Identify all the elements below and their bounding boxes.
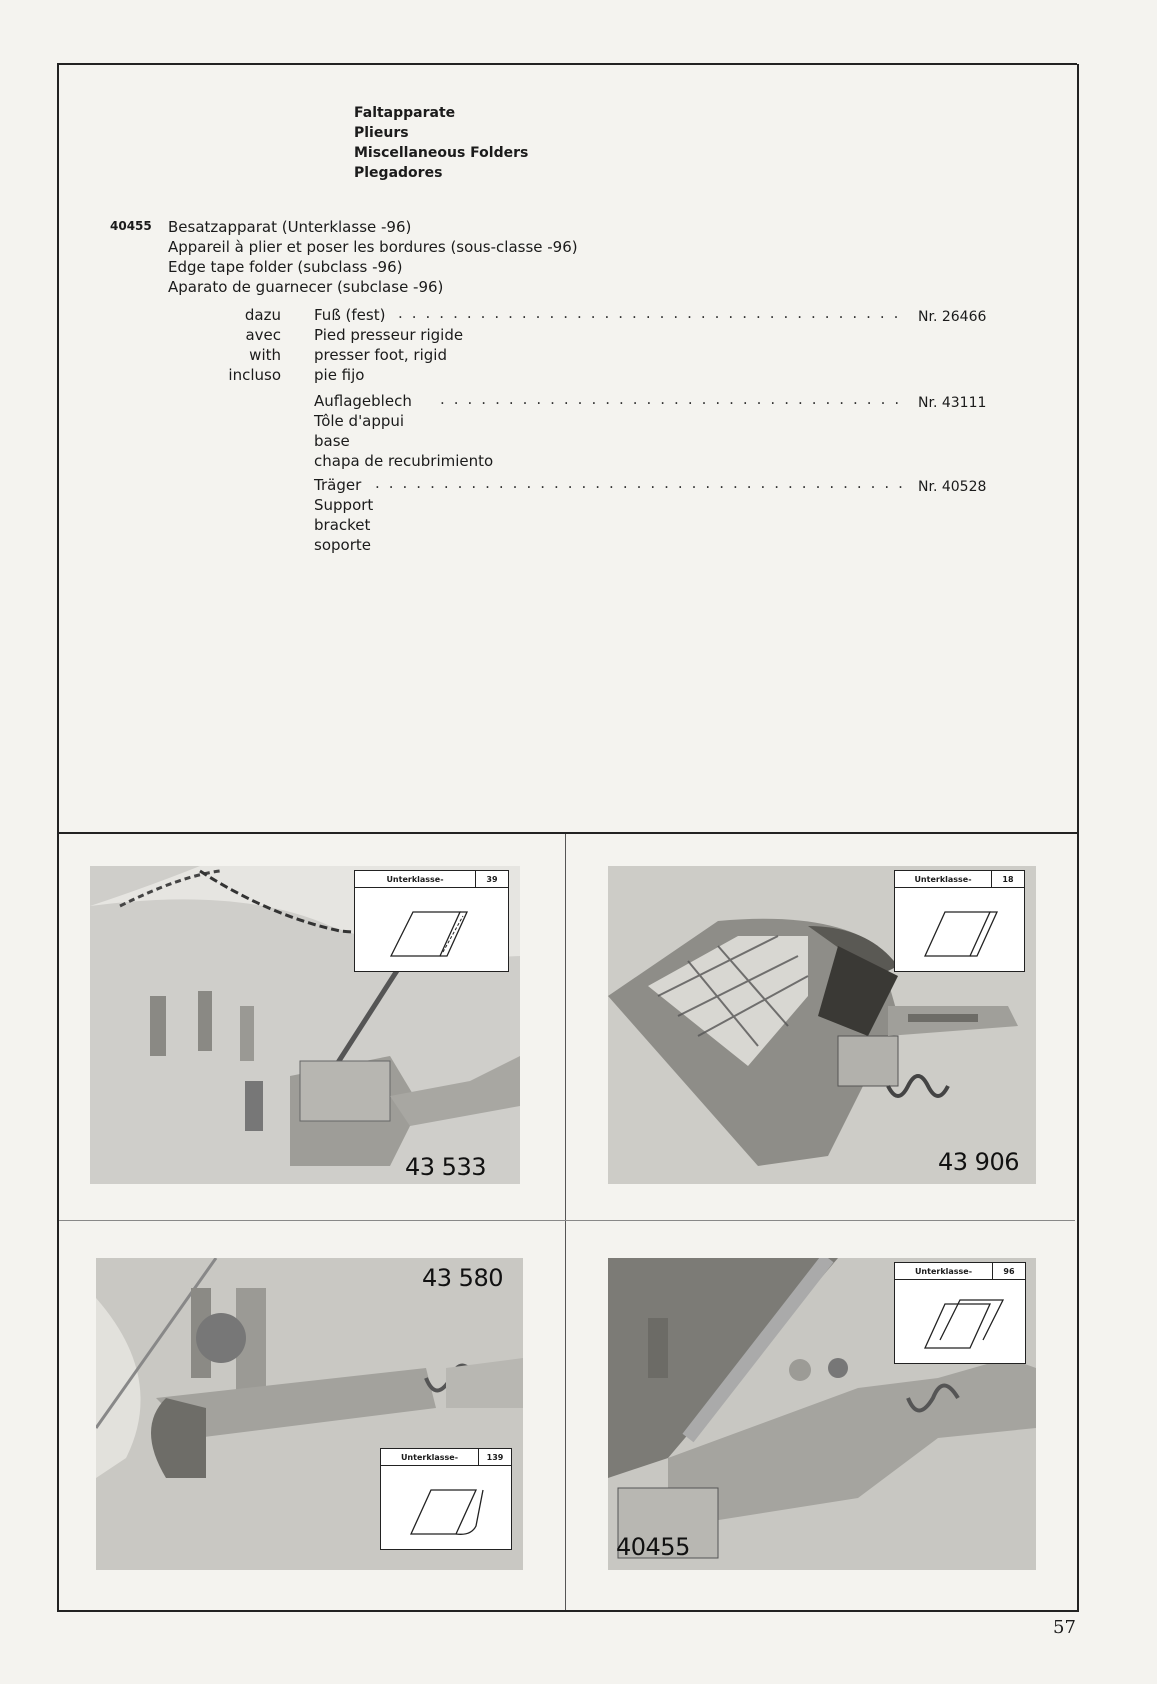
heading-es: Plegadores [354,165,443,181]
heading-de: Faltapparate [354,105,456,121]
subclass-label-text: Unterklasse- [914,1266,973,1276]
acc3-de: Träger [314,476,362,494]
top-rule [57,63,1077,65]
acc2-fr: Tôle d'appui [314,412,405,430]
desc-es: Aparato de guarnecer (subclase -96) [168,278,444,296]
dot-leader: ........................................… [375,474,903,492]
part-number: 43 580 [422,1264,503,1292]
fold-diagram-icon [923,911,999,957]
label-es: incluso [228,366,281,384]
label-en: with [249,346,281,364]
accessory-number: Nr. 43111 [918,395,987,411]
acc2-es: chapa de recubrimiento [314,452,494,470]
subclass-number: 39 [475,871,508,887]
photo-folder-43580: Unterklasse- 139 43 580 [96,1258,523,1570]
subclass-label: Unterklasse- 96 [894,1262,1026,1364]
middle-rule [57,832,1077,834]
accessory-labels: dazu avec with incluso [215,305,281,385]
page-number: 57 [1053,1617,1076,1638]
dot-leader: ........................................… [440,390,903,408]
acc1-fr: Pied presseur rigide [314,326,464,344]
subclass-label: Unterklasse- 18 [894,870,1025,972]
part-number: 40455 [616,1533,690,1561]
acc1-es: pie fijo [314,366,365,384]
article-number: 40455 [110,219,152,233]
dot-leader: ........................................… [398,304,903,322]
subclass-label: Unterklasse- 39 [354,870,509,972]
photo-folder-43533: Unterklasse- 39 43 533 [90,866,520,1184]
subclass-number: 139 [478,1449,511,1465]
acc2-en: base [314,432,350,450]
accessory-bracket: Träger Support bracket soporte [314,475,373,555]
desc-en: Edge tape folder (subclass -96) [168,258,403,276]
acc2-de: Auflageblech [314,392,412,410]
acc3-fr: Support [314,496,374,514]
section-heading: Faltapparate Plieurs Miscellaneous Folde… [354,103,528,183]
photo-folder-40455: Unterklasse- 96 40455 [608,1258,1036,1570]
accessory-presser-foot: Fuß (fest) Pied presseur rigide presser … [314,305,463,385]
heading-fr: Plieurs [354,125,409,141]
photo-divider-vertical [565,834,566,1610]
subclass-label-text: Unterklasse- [914,874,972,884]
acc3-en: bracket [314,516,371,534]
acc1-de: Fuß (fest) [314,306,386,324]
subclass-number: 96 [992,1263,1025,1279]
desc-fr: Appareil à plier et poser les bordures (… [168,238,578,256]
subclass-label: Unterklasse- 139 [380,1448,512,1550]
photo-folder-43906: Unterklasse- 18 43 906 [608,866,1036,1184]
page-frame [57,64,1079,1612]
fold-diagram-icon [409,1489,484,1535]
subclass-label-text: Unterklasse- [400,1452,459,1462]
part-number: 43 906 [938,1148,1019,1176]
acc1-en: presser foot, rigid [314,346,447,364]
label-fr: avec [245,326,281,344]
fold-diagram-icon [923,1299,1005,1349]
bottom-rule [57,1610,1077,1612]
folder-photo-illustration [608,1258,1036,1570]
subclass-label-text: Unterklasse- [386,874,444,884]
fold-diagram-icon [389,911,469,957]
desc-de: Besatzapparat (Unterklasse -96) [168,218,412,236]
heading-en: Miscellaneous Folders [354,145,529,161]
accessory-number: Nr. 26466 [918,309,987,325]
part-number: 43 533 [405,1153,486,1181]
acc3-es: soporte [314,536,371,554]
accessory-base-plate: Auflageblech Tôle d'appui base chapa de … [314,391,493,471]
article-description: Besatzapparat (Unterklasse -96) Appareil… [168,217,578,297]
accessory-number: Nr. 40528 [918,479,987,495]
photo-divider-horizontal [59,1220,1075,1221]
subclass-number: 18 [991,871,1024,887]
label-de: dazu [244,306,281,324]
